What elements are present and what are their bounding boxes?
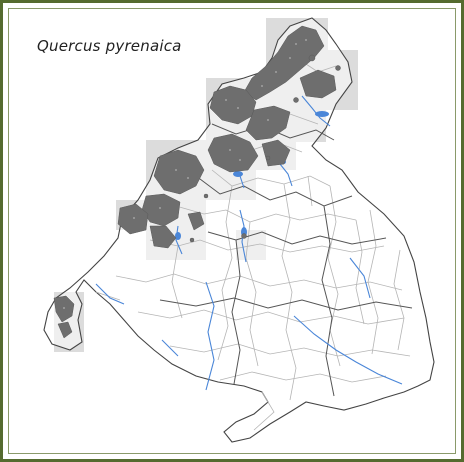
region-boundary bbox=[43, 17, 435, 443]
rivers bbox=[95, 95, 403, 391]
presence-stipple bbox=[63, 39, 307, 309]
presence-areas bbox=[53, 25, 341, 339]
municipality-lines bbox=[95, 59, 411, 431]
map-title: Quercus pyrenaica bbox=[37, 37, 182, 55]
